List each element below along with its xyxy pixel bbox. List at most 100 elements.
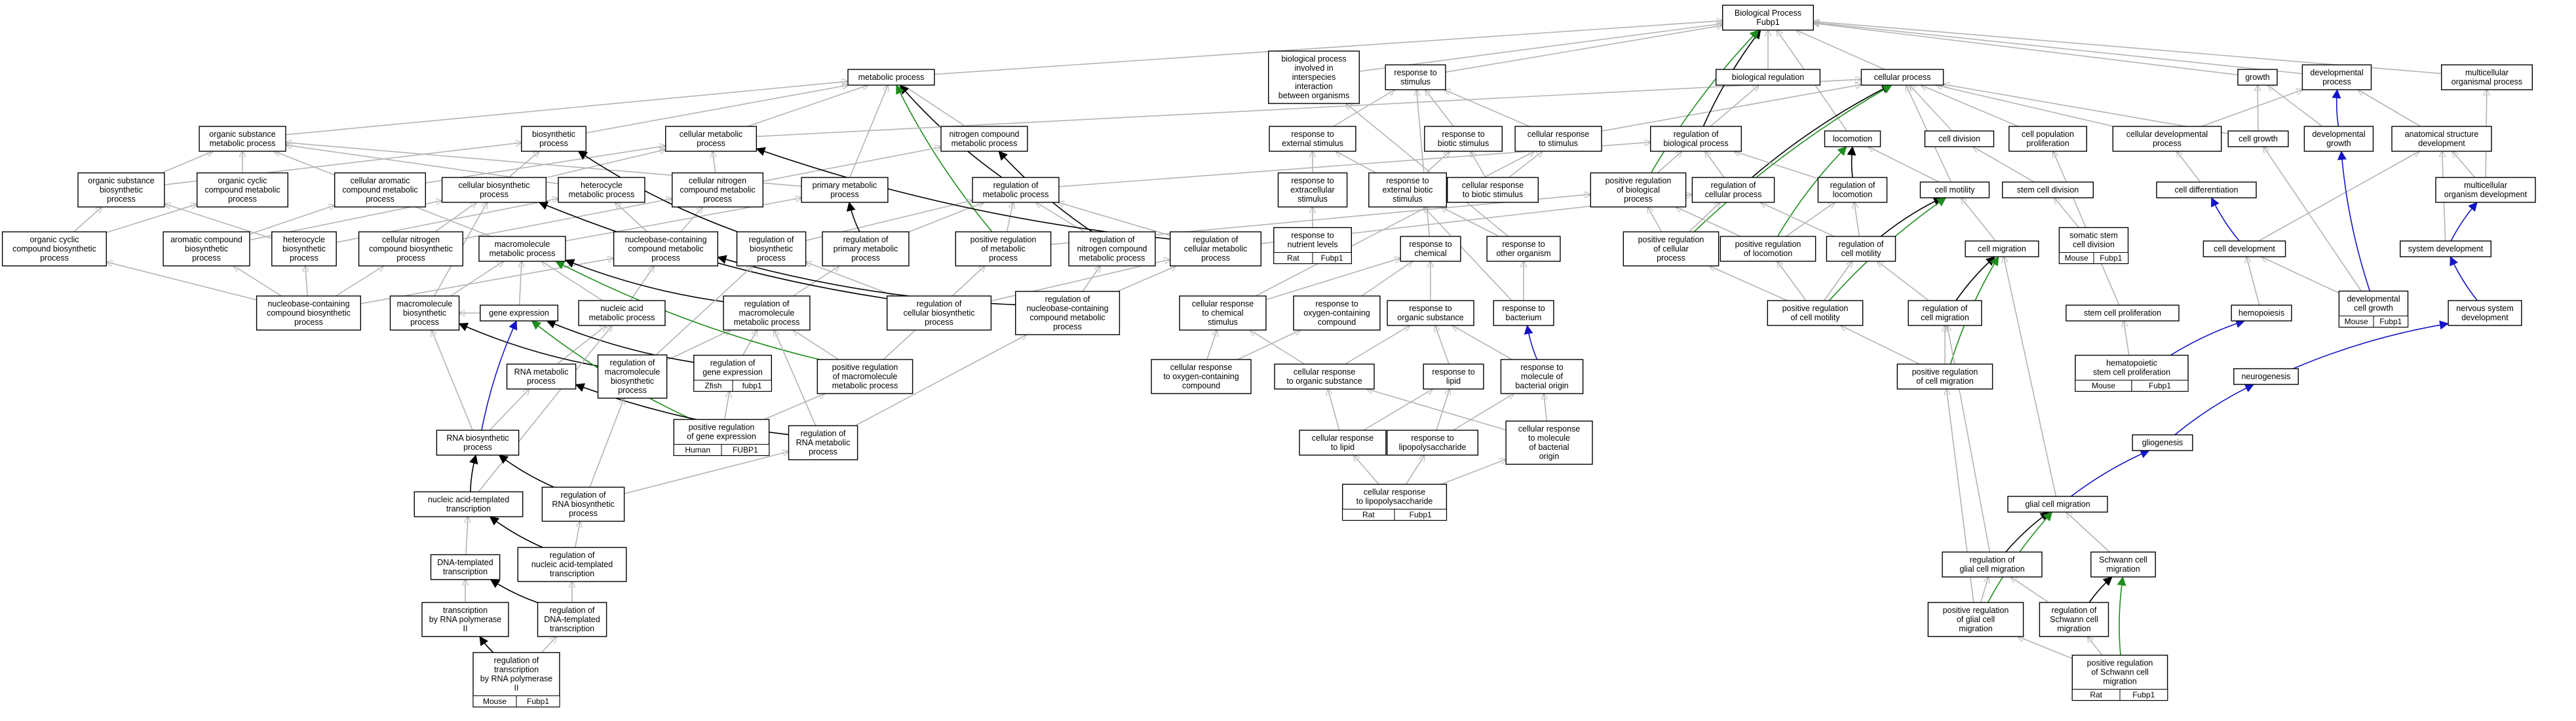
go-term-regulation-of-macromolecule-biosynthetic-process[interactable]: regulation ofmacromoleculebiosyntheticpr… (597, 354, 668, 399)
go-term-cell-motility[interactable]: cell motility (1919, 181, 1990, 198)
go-term-regulation-of-nucleobase-containing-compound-metabolic-process[interactable]: regulation ofnucleobase-containingcompou… (1014, 291, 1121, 335)
go-term-cell-growth[interactable]: cell growth (2227, 130, 2289, 147)
go-term-cell-differentiation[interactable]: cell differentiation (2156, 181, 2257, 198)
go-term-stem-cell-division[interactable]: stem cell division (2001, 181, 2094, 198)
go-term-cell-migration[interactable]: cell migration (1965, 240, 2039, 257)
go-term-locomotion[interactable]: locomotion (1824, 130, 1881, 147)
go-term-metabolic-process[interactable]: metabolic process (847, 69, 935, 86)
go-term-gene-expression[interactable]: gene expression (480, 305, 558, 322)
go-term-stem-cell-proliferation[interactable]: stem cell proliferation (2066, 305, 2180, 322)
go-term-biological-regulation[interactable]: biological regulation (1715, 69, 1821, 86)
go-term-hemopoiesis[interactable]: hemopoiesis (2231, 305, 2292, 322)
go-term-cell-development[interactable]: cell development (2202, 240, 2286, 257)
go-term-growth[interactable]: growth (2237, 69, 2278, 86)
go-term-gliogenesis[interactable]: gliogenesis (2132, 434, 2193, 451)
go-term-system-development[interactable]: system development (2399, 240, 2491, 257)
go-term-cellular-process[interactable]: cellular process (1860, 69, 1944, 86)
go-term-cell-division[interactable]: cell division (1924, 130, 1995, 147)
